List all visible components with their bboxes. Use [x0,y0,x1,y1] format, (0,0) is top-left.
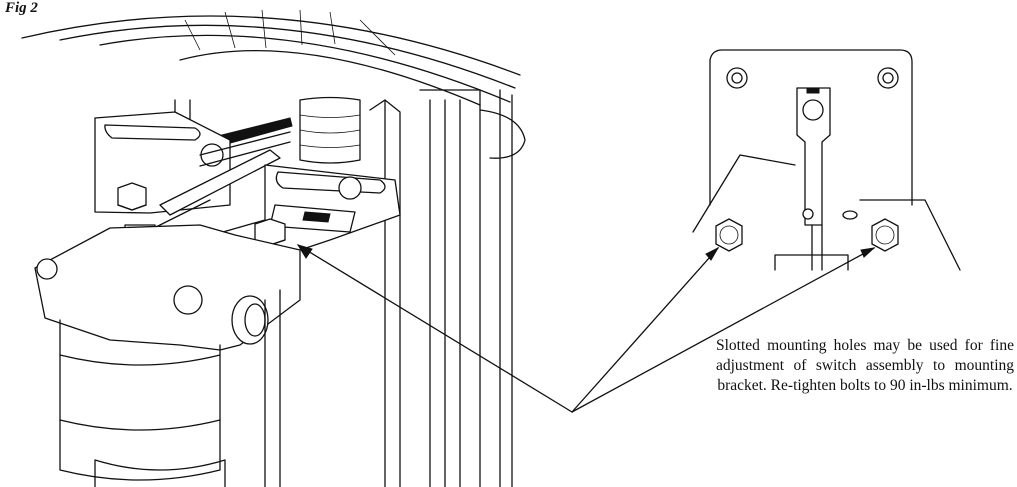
mounting-bolt-left-1 [117,182,147,211]
leader-arrows [296,244,876,413]
detail-bolt-left [715,218,743,252]
motor-housing [34,224,301,487]
figure-label: Fig 2 [5,0,38,16]
detail-bolt-right [871,218,899,252]
detail-bracket [692,154,961,271]
detail-switch-arm [796,87,831,271]
wheel-rim [21,9,521,106]
detail-plate [709,49,913,206]
spring-coil [209,96,361,164]
callout-note: Slotted mounting holes may be used for f… [716,337,1014,394]
